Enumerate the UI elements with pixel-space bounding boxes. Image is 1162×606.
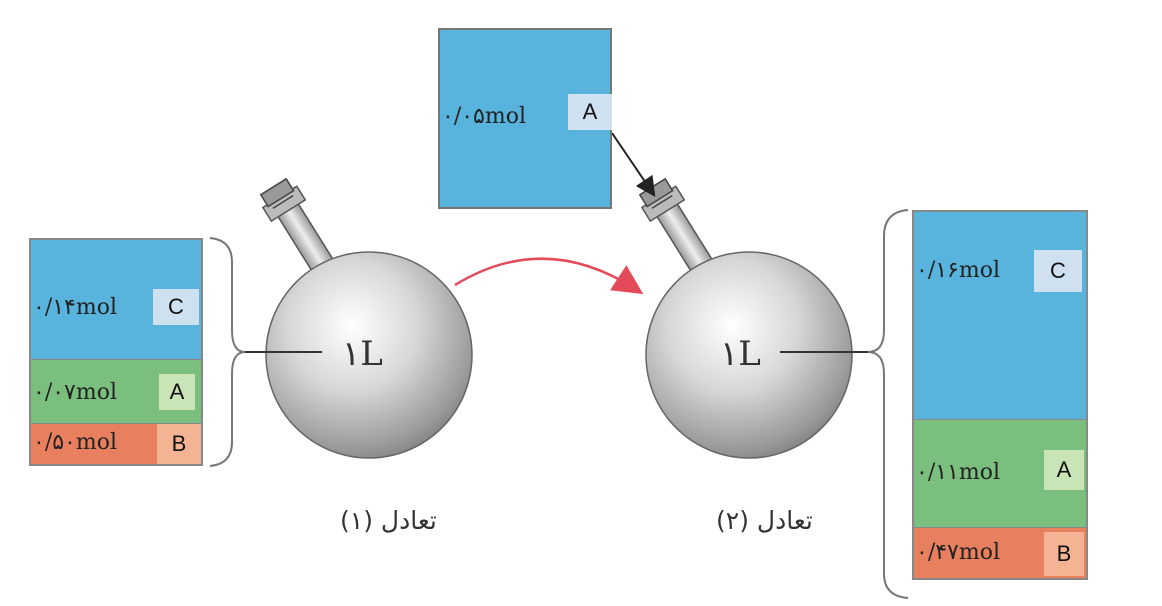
eq1-row-a: ۰/۰۷mol A — [31, 360, 201, 424]
eq1-tag-a: A — [159, 374, 195, 410]
eq2-tag-a: A — [1044, 450, 1084, 490]
eq2-tag-c: C — [1034, 250, 1082, 292]
flask-2 — [638, 177, 853, 459]
flask-2-volume: ۱L — [720, 334, 761, 374]
eq2-amount-c: ۰/۱۶mol — [916, 258, 1001, 283]
right-bracket — [867, 209, 909, 599]
eq2-row-a: ۰/۱۱mol A — [914, 420, 1086, 528]
eq1-amount-c: ۰/۱۴mol — [33, 295, 118, 320]
eq1-tag-c: C — [153, 289, 199, 325]
eq1-amount-a: ۰/۰۷mol — [33, 380, 118, 405]
added-species-box: ۰/۰۵mol A — [438, 28, 612, 209]
eq1-row-b: ۰/۵۰mol B — [31, 424, 201, 464]
eq2-composition-box: ۰/۱۶mol C ۰/۱۱mol A ۰/۴۷mol B — [912, 210, 1088, 580]
flask-1-bulb — [265, 251, 473, 459]
left-bracket — [209, 237, 246, 467]
flask-2-bulb — [645, 251, 853, 459]
eq2-caption: تعادل (۲) — [716, 506, 813, 535]
flask-1 — [259, 177, 473, 459]
added-species-tag: A — [568, 94, 612, 130]
eq2-row-b: ۰/۴۷mol B — [914, 528, 1086, 578]
addition-arrow — [611, 132, 656, 197]
transition-arrow — [454, 257, 644, 295]
eq1-composition-box: ۰/۱۴mol C ۰/۰۷mol A ۰/۵۰mol B — [29, 238, 203, 466]
added-amount: ۰/۰۵mol — [442, 104, 527, 129]
eq1-caption: تعادل (۱) — [340, 506, 437, 535]
flask-1-volume: ۱L — [342, 334, 383, 374]
eq1-row-c: ۰/۱۴mol C — [31, 240, 201, 360]
eq2-tag-b: B — [1044, 532, 1084, 576]
eq2-row-c: ۰/۱۶mol C — [914, 212, 1086, 420]
eq1-tag-b: B — [157, 424, 201, 464]
eq2-amount-a: ۰/۱۱mol — [916, 460, 1001, 485]
eq2-amount-b: ۰/۴۷mol — [916, 540, 1001, 565]
eq1-amount-b: ۰/۵۰mol — [33, 430, 118, 455]
